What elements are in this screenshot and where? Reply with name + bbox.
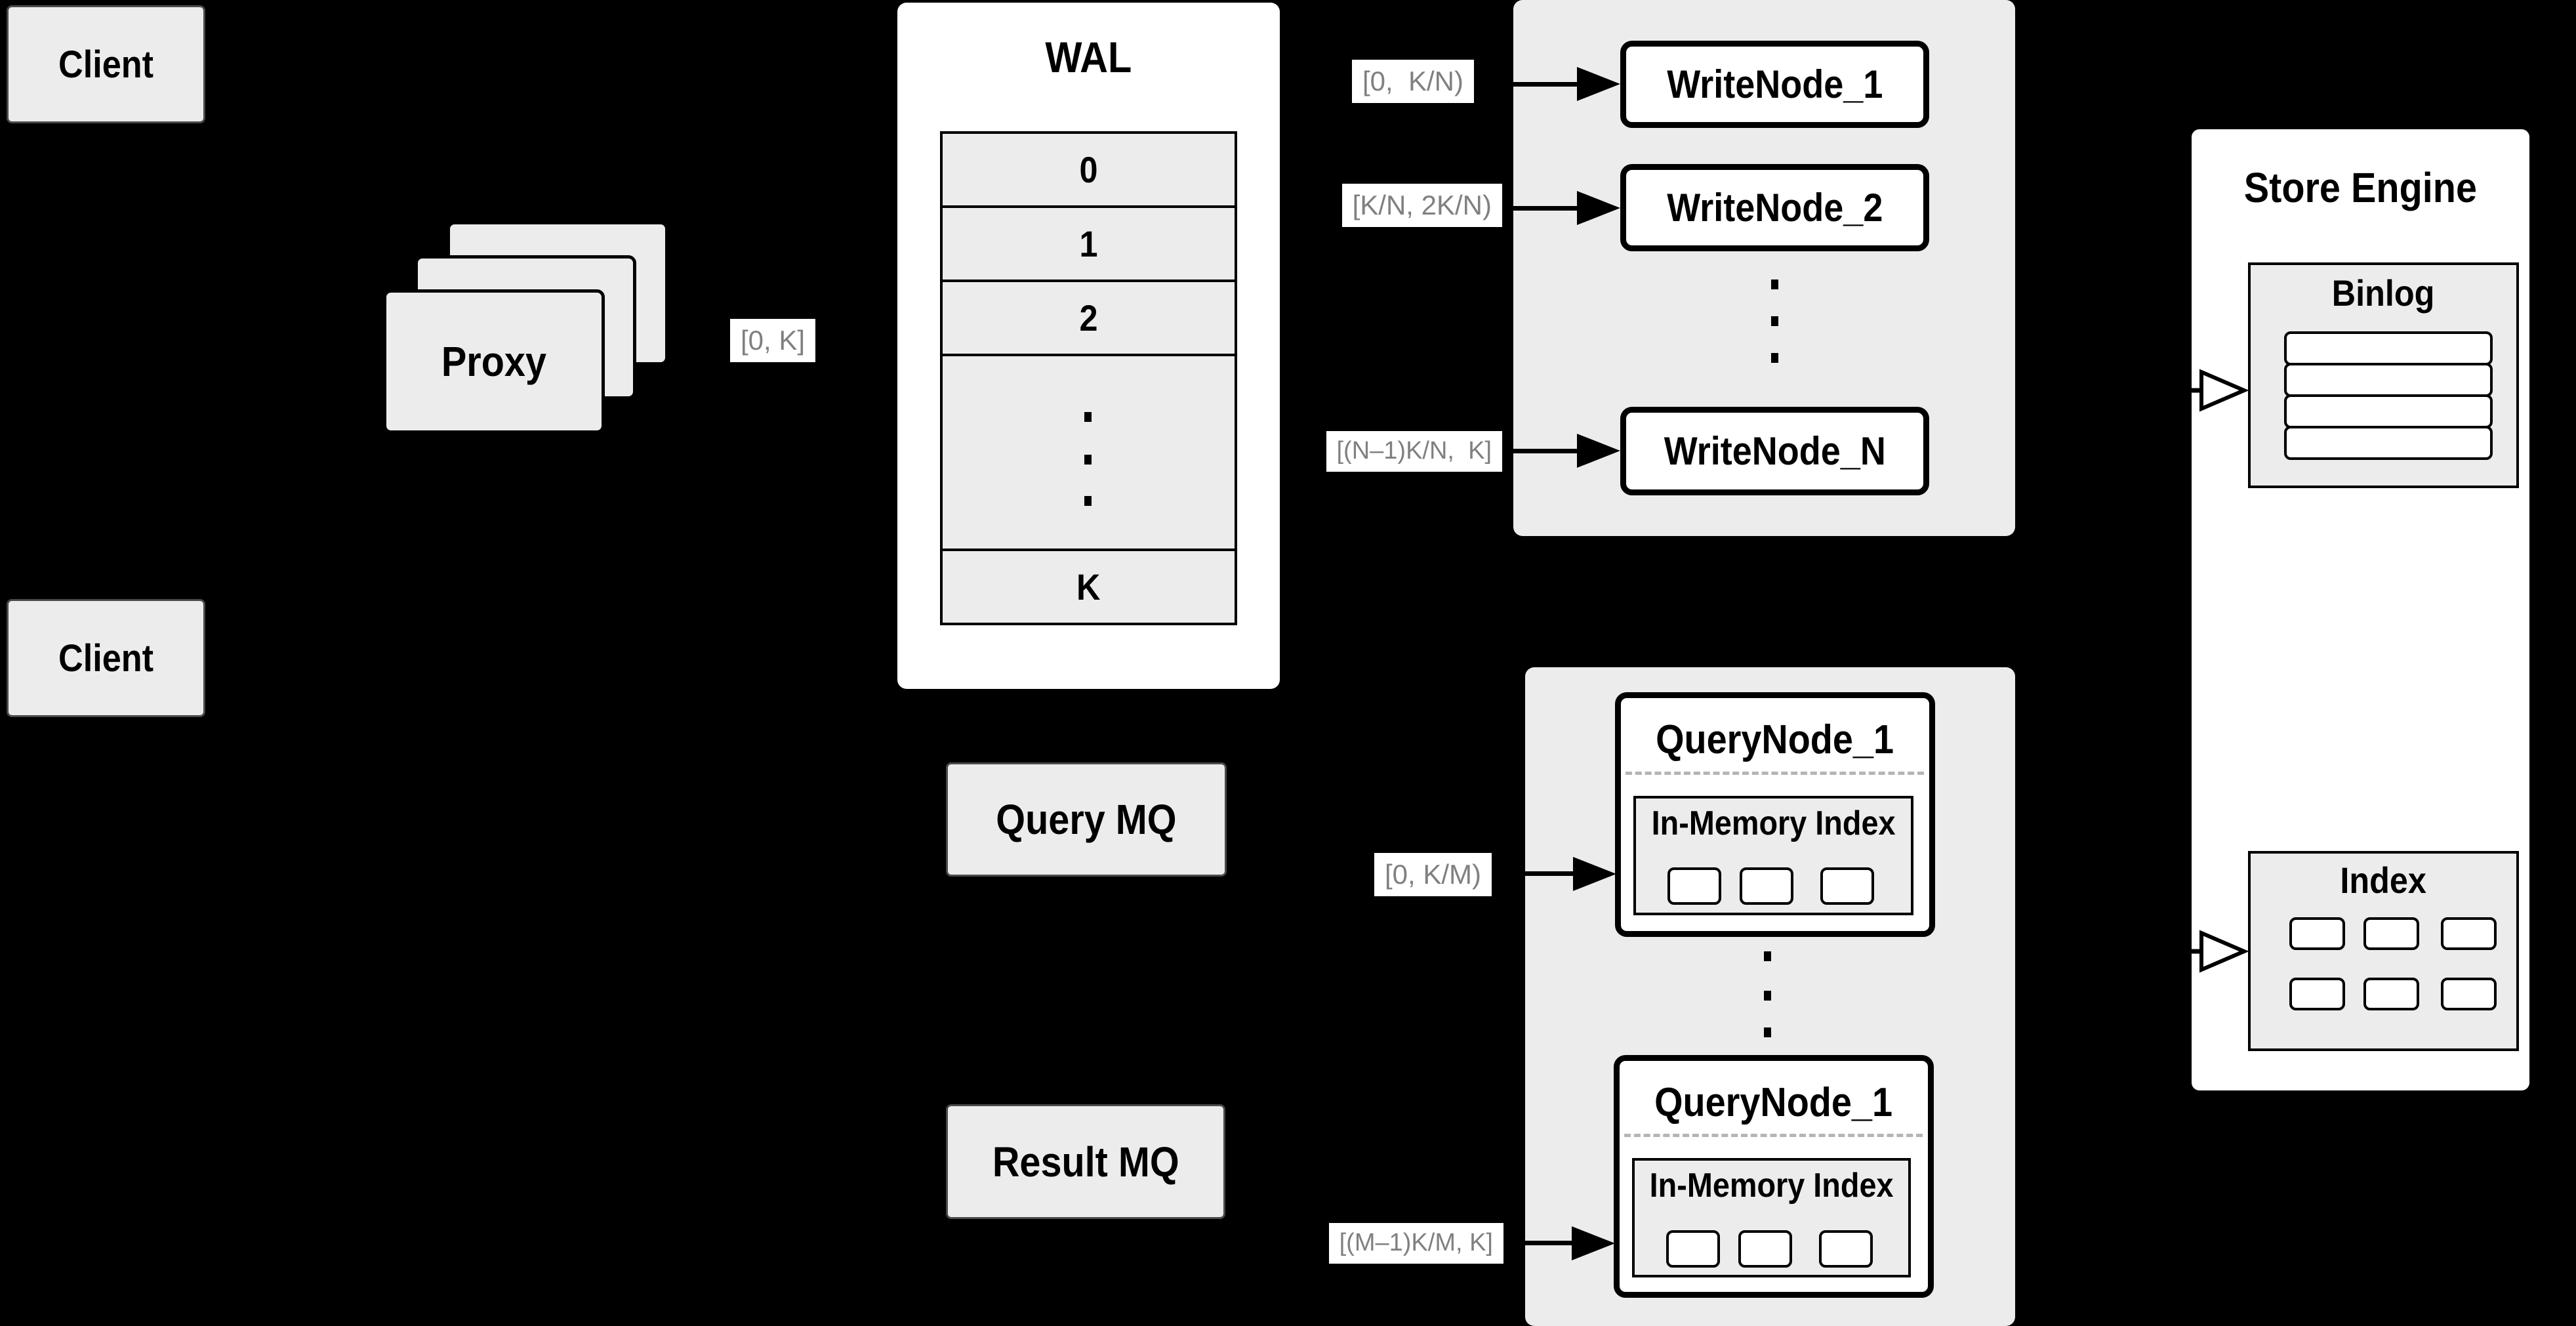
write-cluster-ellipsis-dot [1771, 280, 1778, 289]
query-node-bottom-title: QueryNode_1 [1654, 1080, 1893, 1125]
proxy-label: Proxy [441, 338, 547, 385]
result-mq-box: Result MQ [946, 1104, 1225, 1219]
write-cluster-ellipsis-dot [1771, 316, 1778, 326]
index-box: Index [2248, 851, 2519, 1051]
wal-segment-row: 1 [940, 205, 1237, 282]
binlog-row [2284, 426, 2493, 460]
query-cluster-ellipsis-dot [1764, 1027, 1771, 1037]
wal-ellipsis-dot [1084, 455, 1092, 465]
query-cluster-ellipsis-dot [1764, 951, 1771, 961]
in-memory-chip [1666, 1230, 1720, 1268]
index-title: Index [2340, 860, 2427, 901]
client-bottom-label: Client [58, 636, 154, 680]
in-memory-chip [1740, 867, 1793, 905]
index-chip [2441, 978, 2497, 1010]
wal-segment-ellipsis-row [940, 354, 1237, 551]
in-memory-chip [1738, 1230, 1792, 1268]
index-chip [2441, 917, 2497, 950]
wal-segment-row: 2 [940, 280, 1237, 356]
range-label-query1: [0, K/M) [1374, 853, 1492, 897]
index-title-wrap: Index [2251, 854, 2516, 901]
wal-segment-0: 0 [1079, 149, 1098, 190]
arrowhead-query1-icon [1573, 857, 1616, 891]
wal-segment-1: 1 [1079, 223, 1098, 264]
write-cluster-ellipsis-dot [1771, 353, 1778, 363]
arrowhead-writeN-icon [1577, 434, 1620, 468]
open-arrow-index-icon [2150, 930, 2249, 973]
binlog-title: Binlog [2332, 272, 2435, 314]
wal-segment-k: K [1076, 566, 1101, 608]
index-chip [2363, 917, 2419, 950]
query-node-top-title: QueryNode_1 [1656, 717, 1894, 762]
result-mq-label: Result MQ [992, 1138, 1179, 1186]
query-node-top-divider [1625, 772, 1924, 775]
client-top-box: Client [7, 5, 205, 123]
query-mq-box: Query MQ [946, 762, 1227, 877]
wal-ellipsis-dot [1084, 496, 1092, 506]
index-chip [2289, 978, 2345, 1010]
write-node-1-box: WriteNode_1 [1620, 41, 1929, 128]
in-memory-index-top-title-wrap: In-Memory Index [1636, 798, 1911, 843]
range-label-proxy-out: [0, K] [730, 319, 816, 363]
write-node-2-label: WriteNode_2 [1666, 186, 1883, 230]
arrowhead-write1-icon [1577, 67, 1620, 101]
write-node-n-box: WriteNode_N [1620, 407, 1929, 495]
arrow-line-writeN [1513, 449, 1579, 453]
arrowhead-write2-icon [1577, 191, 1620, 225]
query-node-bottom-title-wrap: QueryNode_1 [1620, 1061, 1928, 1126]
query-node-top-title-wrap: QueryNode_1 [1621, 698, 1929, 763]
binlog-title-wrap: Binlog [2251, 265, 2516, 314]
range-label-write1: [0, K/N) [1351, 60, 1474, 104]
arrow-line-write2 [1513, 206, 1579, 211]
in-memory-chip [1667, 867, 1721, 905]
binlog-row-stack [2284, 331, 2493, 460]
wal-segment-row: 0 [940, 131, 1237, 208]
in-memory-chip [1819, 1230, 1873, 1268]
index-chip [2363, 978, 2419, 1010]
store-engine-title-wrap: Store Engine [2192, 129, 2529, 212]
binlog-row [2284, 331, 2493, 365]
wal-segment-2: 2 [1079, 297, 1098, 339]
store-engine-title: Store Engine [2243, 164, 2478, 211]
wal-title-wrap: WAL [897, 3, 1280, 82]
wal-ellipsis-dot [1084, 412, 1092, 422]
range-label-write2: [K/N, 2K/N) [1341, 184, 1502, 228]
query-node-bottom-divider [1624, 1134, 1923, 1137]
write-node-1-label: WriteNode_1 [1666, 62, 1883, 106]
write-node-2-box: WriteNode_2 [1620, 164, 1929, 251]
arrow-line-query2 [1525, 1241, 1574, 1245]
query-mq-label: Query MQ [996, 796, 1177, 843]
arrow-line-write1 [1513, 82, 1579, 87]
index-chip [2289, 917, 2345, 950]
range-label-writeN: [(N–1)K/N, K] [1326, 431, 1502, 472]
query-cluster-ellipsis-dot [1764, 991, 1771, 1001]
client-top-label: Client [58, 43, 154, 86]
wal-title: WAL [1045, 33, 1132, 81]
range-label-query2: [(M–1)K/M, K] [1328, 1223, 1503, 1264]
in-memory-chip [1820, 867, 1874, 905]
open-arrow-binlog-icon [2150, 369, 2249, 412]
arrowhead-query2-icon [1572, 1226, 1615, 1260]
proxy-box: Proxy [383, 289, 605, 434]
wal-segment-table: 0 1 2 K [940, 131, 1237, 625]
in-memory-index-top-title: In-Memory Index [1651, 804, 1896, 842]
in-memory-index-bottom-title: In-Memory Index [1649, 1167, 1894, 1205]
wal-segment-row: K [940, 549, 1237, 625]
binlog-row [2284, 363, 2493, 397]
client-bottom-box: Client [7, 599, 205, 717]
arrow-line-query1 [1525, 871, 1574, 876]
in-memory-index-bottom-title-wrap: In-Memory Index [1635, 1161, 1908, 1205]
write-node-n-label: WriteNode_N [1664, 429, 1886, 473]
binlog-row [2284, 394, 2493, 428]
